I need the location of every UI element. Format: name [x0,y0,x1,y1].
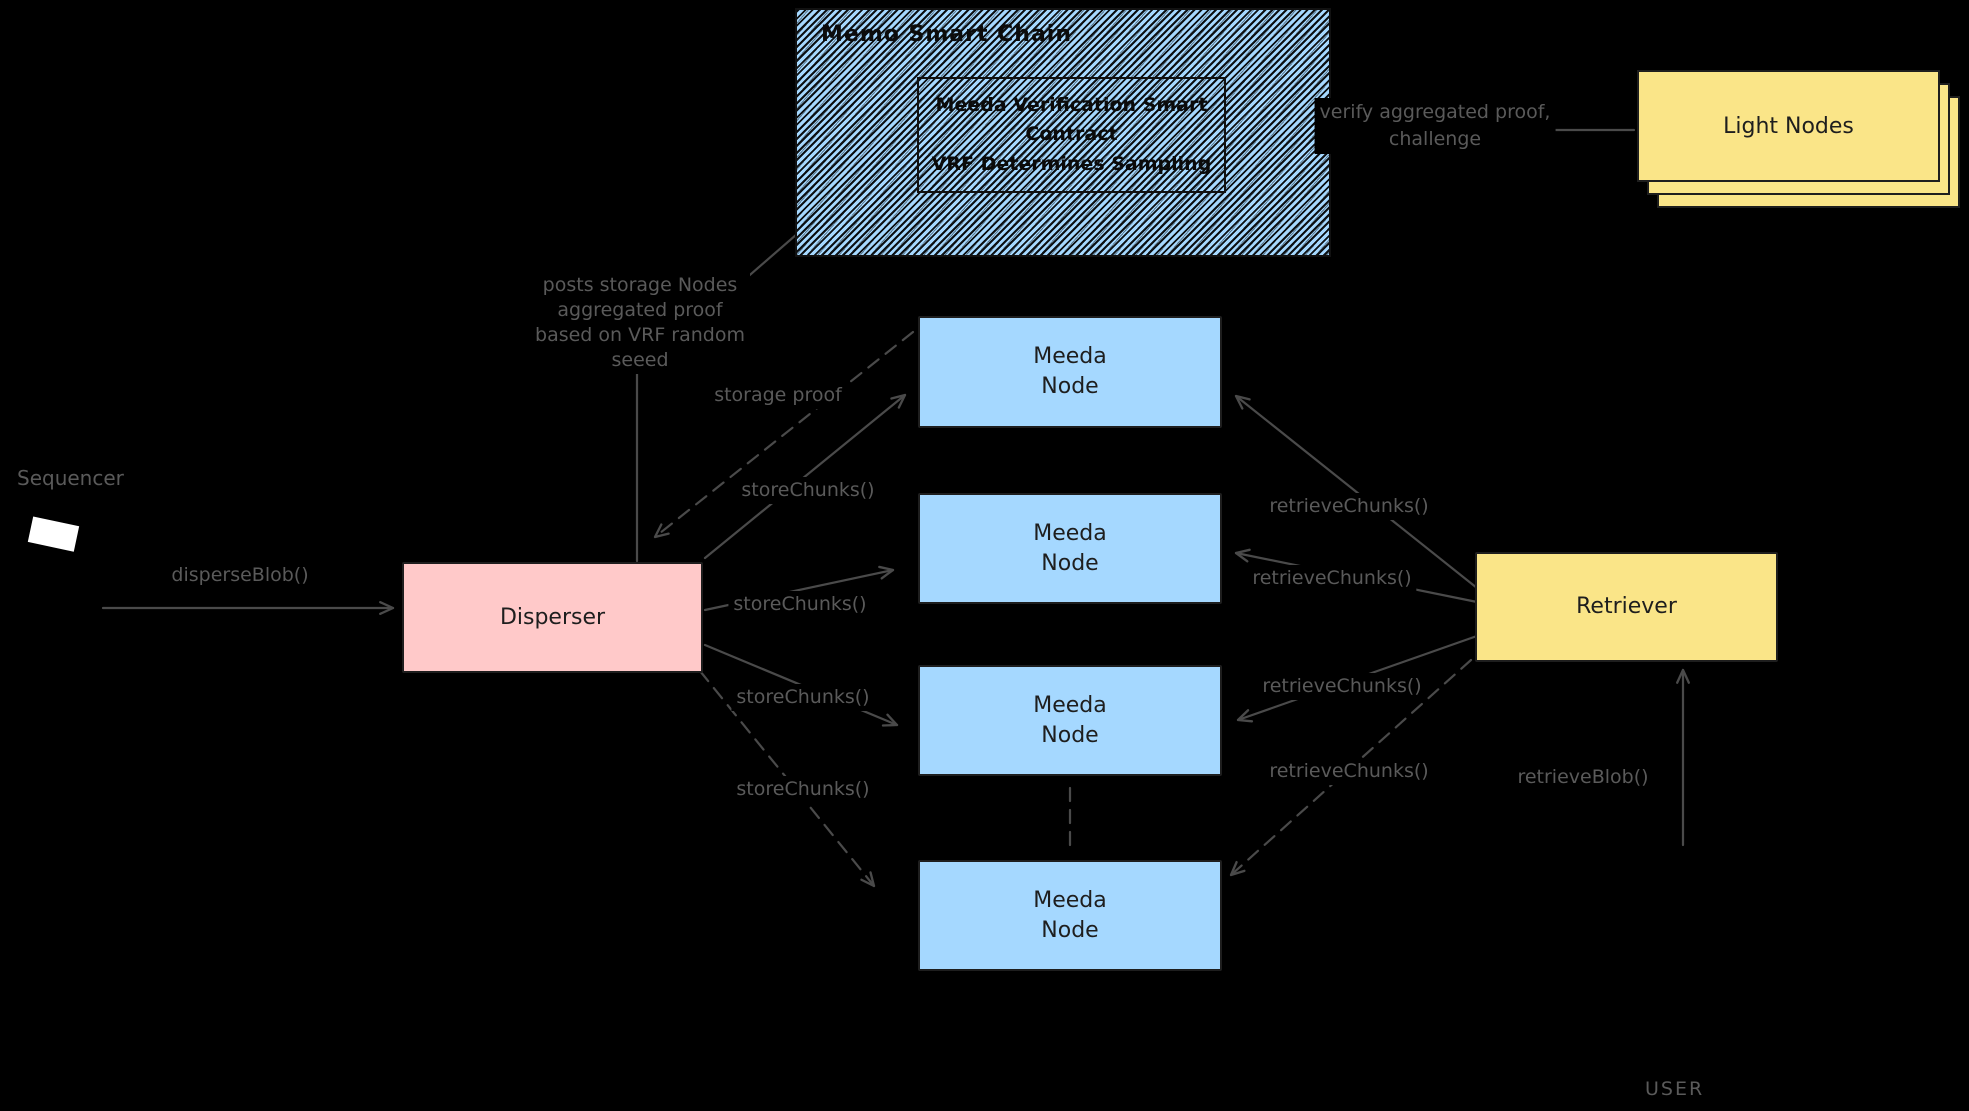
meeda-node-label-line2: Node [1041,722,1099,748]
light-nodes-card-front: Light Nodes [1637,70,1940,182]
retrieve-chunks-label-1: retrieveChunks() [1264,493,1434,520]
contract-line-1: Meeda Verification Smart [935,93,1208,116]
meeda-node-label-line2: Node [1041,917,1099,943]
retrieve-chunks-label-4: retrieveChunks() [1264,758,1434,785]
contract-line-2: Contract [1025,123,1118,146]
meeda-node-box-1: Meeda Node [918,316,1222,428]
storage-proof-label: storage proof [709,382,847,409]
store-chunks-label-2: storeChunks() [728,591,872,618]
sequencer-device-shape [27,516,80,552]
contract-line-3: VRF Determines Sampling [931,152,1212,175]
light-nodes-label: Light Nodes [1723,113,1854,139]
meeda-node-label-line1: Meeda [1033,692,1107,718]
user-label: USER [1645,1078,1705,1100]
meeda-node-box-3: Meeda Node [918,665,1222,776]
retrieve-blob-label: retrieveBlob() [1512,764,1654,791]
store-chunks-label-1: storeChunks() [736,477,880,504]
meeda-node-label-line1: Meeda [1033,344,1107,370]
posts-aggregated-proof-label: posts storage Nodes aggregated proof bas… [530,272,750,374]
meeda-node-label-line1: Meeda [1033,887,1107,913]
retriever-box: Retriever [1475,552,1778,662]
disperser-box: Disperser [402,562,703,673]
store-chunks-arrow-1 [703,393,907,560]
retrieve-chunks-label-3: retrieveChunks() [1257,673,1427,700]
storage-proof-arrow-dashed [653,330,915,539]
store-chunks-label-3: storeChunks() [731,684,875,711]
memo-smart-chain-title: Memo Smart Chain [821,22,1073,47]
meeda-node-box-4: Meeda Node [918,860,1222,971]
meeda-node-box-2: Meeda Node [918,493,1222,604]
verify-aggregated-proof-label: verify aggregated proof, challenge [1314,98,1556,154]
retrieve-chunks-arrow-1 [1234,394,1479,590]
sequencer-label: Sequencer [17,466,124,490]
retrieve-chunks-label-2: retrieveChunks() [1247,565,1417,592]
meeda-node-label-line1: Meeda [1033,520,1107,546]
disperser-label: Disperser [499,604,606,630]
meeda-node-label-line2: Node [1041,550,1099,576]
retriever-label: Retriever [1576,594,1677,620]
disperse-blob-label: disperseBlob() [166,562,314,589]
meeda-node-label-line2: Node [1041,374,1099,399]
store-chunks-label-4: storeChunks() [731,776,875,803]
verification-contract-box: Meeda Verification Smart Contract VRF De… [917,77,1226,193]
